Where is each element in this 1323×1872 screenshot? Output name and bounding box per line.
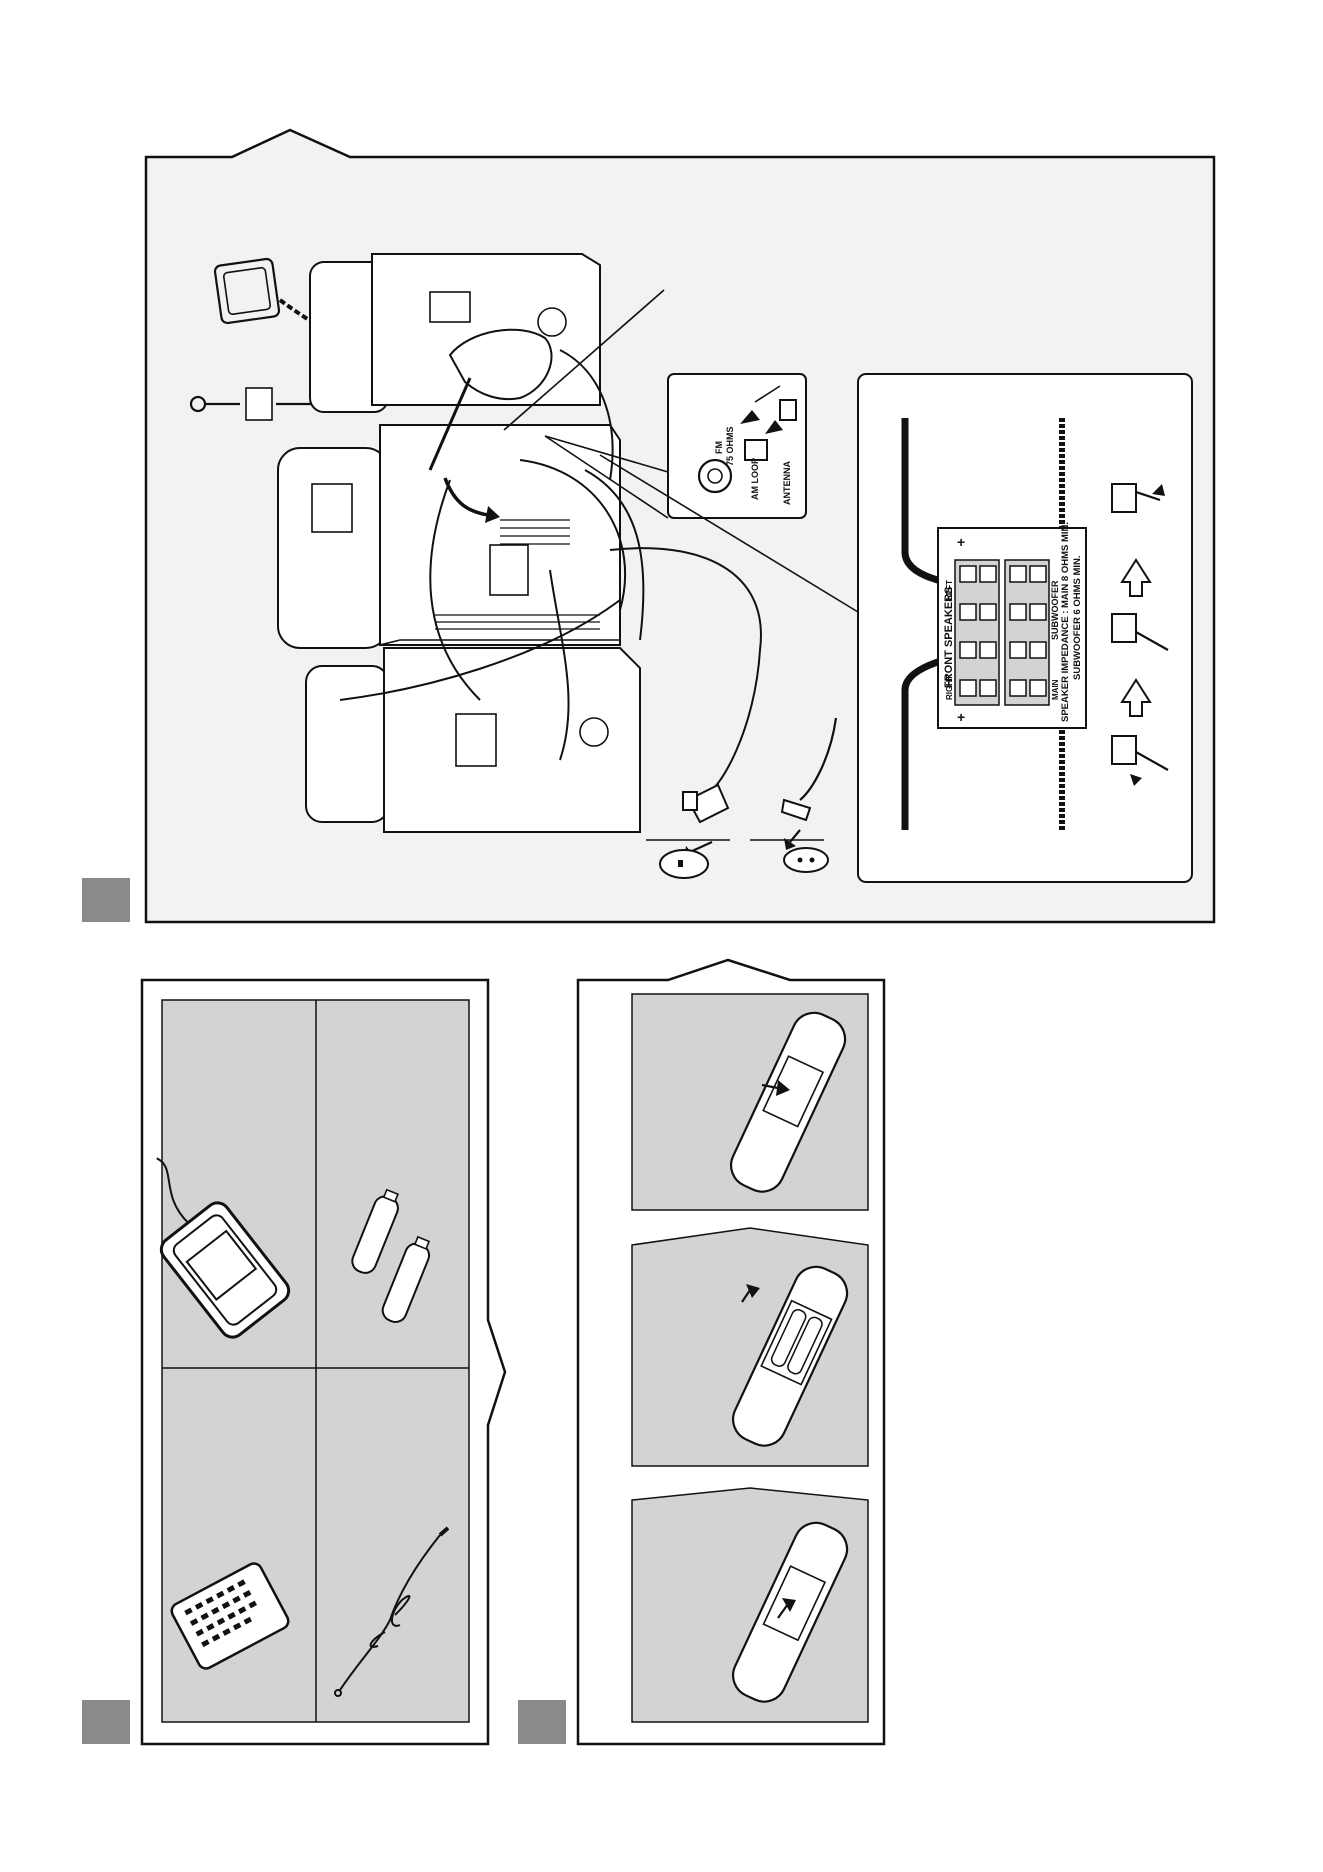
- left-label: LEFT: [945, 580, 954, 600]
- main-connection-panel: FM 75 OHMS AM LOOP ANTENNA: [82, 130, 1214, 922]
- battery-install-panel: [518, 960, 884, 1744]
- plus-sign-bottom: +: [957, 709, 965, 725]
- impedance-line-2: SUBWOOFER 6 OHMS MIN.: [1072, 555, 1083, 680]
- battery-step-2: [632, 1228, 868, 1466]
- accessories-panel: [82, 980, 505, 1744]
- socket-uk: [660, 850, 708, 878]
- section-number-box: [82, 1700, 130, 1744]
- front-speakers-label: FRONT SPEAKERS: [943, 587, 955, 688]
- battery-step-3: [632, 1488, 868, 1722]
- main-unit: [278, 425, 620, 648]
- plus-sign-top: +: [957, 534, 965, 550]
- antenna-label: ANTENNA: [782, 461, 792, 505]
- fm-ohms-label: 75 OHMS: [725, 426, 735, 466]
- battery-step-1: [632, 994, 868, 1210]
- subwoofer-label: SUBWOOFER: [1050, 580, 1060, 640]
- am-loop-label: AM LOOP: [750, 458, 760, 500]
- fm-label: FM: [714, 441, 724, 454]
- socket-euro: [784, 848, 828, 872]
- main-label: MAIN: [1051, 679, 1060, 700]
- right-label: RIGHT: [945, 675, 954, 700]
- section-number-box: [518, 1700, 566, 1744]
- impedance-line-1: SPEAKER IMPEDANCE : MAIN 8 OHMS MIN.: [1060, 522, 1071, 722]
- speaker-bottom: [306, 648, 640, 832]
- section-number-box: [82, 878, 130, 922]
- speaker-top: [310, 254, 600, 412]
